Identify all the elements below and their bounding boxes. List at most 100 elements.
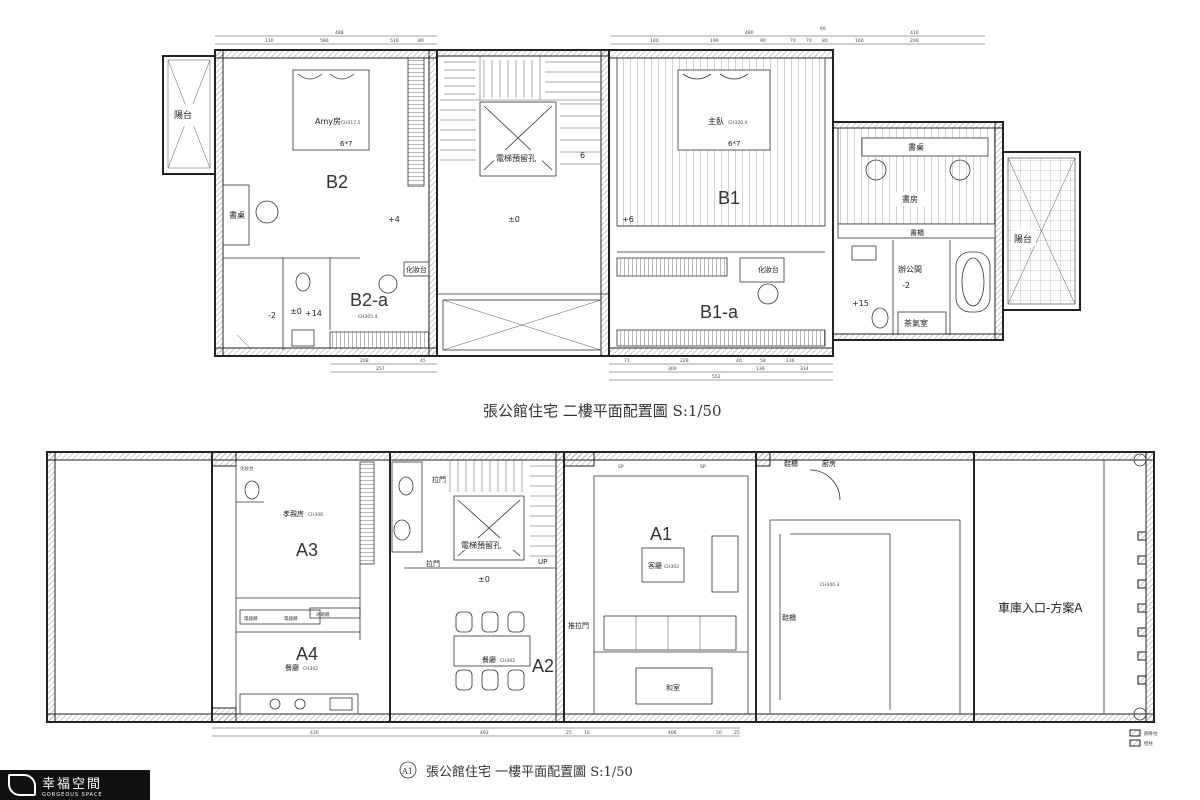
dim-label: 80	[418, 38, 424, 44]
wardrobe-b2a	[329, 331, 430, 349]
dim-label: 493	[480, 730, 489, 736]
sliding-door-label-b: 拉門	[426, 559, 440, 568]
vanity-ff: 化妝台	[240, 465, 254, 472]
amy-bed	[292, 69, 370, 151]
fridge-label: 冰箱櫃	[316, 611, 330, 618]
cabinet-b: 電器櫃	[284, 615, 298, 622]
garage-block	[755, 451, 975, 723]
dim-label: 25	[566, 730, 572, 736]
wardrobe-a3	[359, 461, 375, 565]
wardrobe-b1a-bottom	[616, 329, 826, 347]
dim-label: 40	[736, 358, 742, 364]
dim-label: 190	[710, 38, 719, 44]
sofa	[603, 615, 737, 651]
dimension-top-right: 480 69 410 100 190 90 70 70 80 160 200	[610, 26, 985, 45]
sp-label-2: SP	[700, 464, 706, 470]
dim-label: 229	[680, 358, 689, 364]
garage-label: 車庫入口-方案A	[998, 600, 1083, 615]
dim-label: 50	[716, 730, 722, 736]
dining-ch: CH302	[500, 658, 515, 664]
sp-label-1: SP	[618, 464, 624, 470]
legend-a: 鋼骨柱	[1144, 730, 1158, 737]
zone-a1: A1	[650, 524, 672, 544]
dim-label: 410	[910, 30, 919, 36]
zone-b2: B2	[326, 172, 348, 192]
legend-b: 壁柱	[1144, 740, 1153, 747]
zone-b2a: B2-a	[350, 290, 389, 310]
dim-label: 586	[320, 38, 329, 44]
staircase	[440, 56, 605, 165]
watermark-zh: 幸福空間	[42, 776, 103, 792]
wardrobe-left	[407, 57, 425, 187]
level-plus4: +4	[388, 215, 400, 224]
dim-label: 136	[756, 366, 765, 372]
elevator-label-upper: 電梯預留孔	[496, 153, 536, 163]
amy-room-ch: CH317.5	[341, 120, 361, 126]
zone-b1a: B1-a	[700, 302, 739, 322]
zone-a2: A2	[532, 656, 554, 676]
dim-label: 300	[668, 366, 677, 372]
kitchen-label: 餐廳	[285, 663, 299, 672]
zone-a3: A3	[296, 540, 318, 560]
dim-label: 100	[650, 38, 659, 44]
garage-ch: CH340.3	[820, 582, 840, 588]
desk-left-label: 書桌	[229, 210, 245, 220]
dim-label: 208	[360, 358, 369, 364]
block-a1	[563, 451, 757, 723]
amy-bed-size: 6*7	[340, 140, 352, 148]
study-desk-label: 書桌	[908, 142, 924, 152]
level-plus6: +6	[622, 215, 634, 224]
balcony-right-label: 陽台	[1014, 233, 1032, 245]
first-floor-plan: 化妝台 孝親房 CH306 A3 電器櫃 電器櫃 冰箱櫃 A4 餐廳 CH302…	[46, 451, 1158, 780]
dim-label: 70	[806, 38, 812, 44]
powder-label: 辦公間	[898, 264, 922, 274]
dim-label: 200	[910, 38, 919, 44]
staircase-ground	[449, 460, 556, 557]
dim-label: 488	[335, 30, 344, 36]
dim-label: 16	[584, 730, 590, 736]
tea-room-label: 茶氣室	[904, 318, 928, 328]
dim-label: 110	[265, 38, 274, 44]
block-a2	[389, 451, 565, 723]
bookshelf-label: 書櫃	[910, 228, 924, 237]
dim-label: 406	[668, 730, 677, 736]
balcony-left-label: 陽台	[174, 109, 192, 121]
dim-label: 25	[734, 730, 740, 736]
dim-label: 70	[790, 38, 796, 44]
level-six: 6	[580, 151, 585, 160]
plan-marker-label: A1	[401, 767, 413, 776]
dimension-bottom: 208 45 257 71 229 40 58 136 300 136 314 …	[330, 358, 833, 381]
master-bed-size: 6*7	[728, 140, 740, 148]
sliding-door-label: 拉門	[432, 475, 446, 484]
dining-label: 餐廳	[482, 655, 496, 664]
cabinet-a: 電器櫃	[244, 615, 258, 622]
dim-label: 160	[855, 38, 864, 44]
master-bed	[677, 69, 771, 151]
dim-label: 480	[745, 30, 754, 36]
dim-label: 314	[800, 366, 809, 372]
wardrobe-b1a	[616, 257, 728, 277]
elevator-label-ground: 電梯預留孔	[461, 540, 501, 550]
dim-label: 80	[822, 38, 828, 44]
up-label: UP	[538, 558, 547, 566]
second-floor-plan: 488 110 586 510 80 480 69 410 100 190 90…	[162, 26, 1081, 420]
dim-label: 257	[376, 366, 385, 372]
second-floor-title: 張公館住宅 二樓平面配置圖 S:1/50	[483, 402, 722, 420]
b2a-ch: CH305.4	[358, 314, 378, 320]
sliding-door-c: 推拉門	[568, 621, 589, 630]
level-plus15: +15	[852, 299, 869, 308]
living-ch: CH302	[664, 564, 679, 570]
watermark-en: GORGEOUS SPACE	[42, 791, 103, 798]
shoe-cabinet-label: 鞋櫃	[784, 459, 798, 468]
front-yard	[46, 451, 213, 723]
dim-label: 45	[420, 358, 426, 364]
kitchen-ch: CH302	[303, 666, 318, 672]
japanese-room-label: 和室	[666, 683, 680, 692]
vanity-left-label: 化妝台	[406, 265, 427, 274]
amy-room-label: Amy房	[315, 116, 341, 126]
study-ff-ch: CH306	[308, 512, 323, 518]
dim-label: 430	[310, 730, 319, 736]
garage-entry	[973, 451, 1155, 723]
level-plus14: +14	[305, 309, 322, 318]
